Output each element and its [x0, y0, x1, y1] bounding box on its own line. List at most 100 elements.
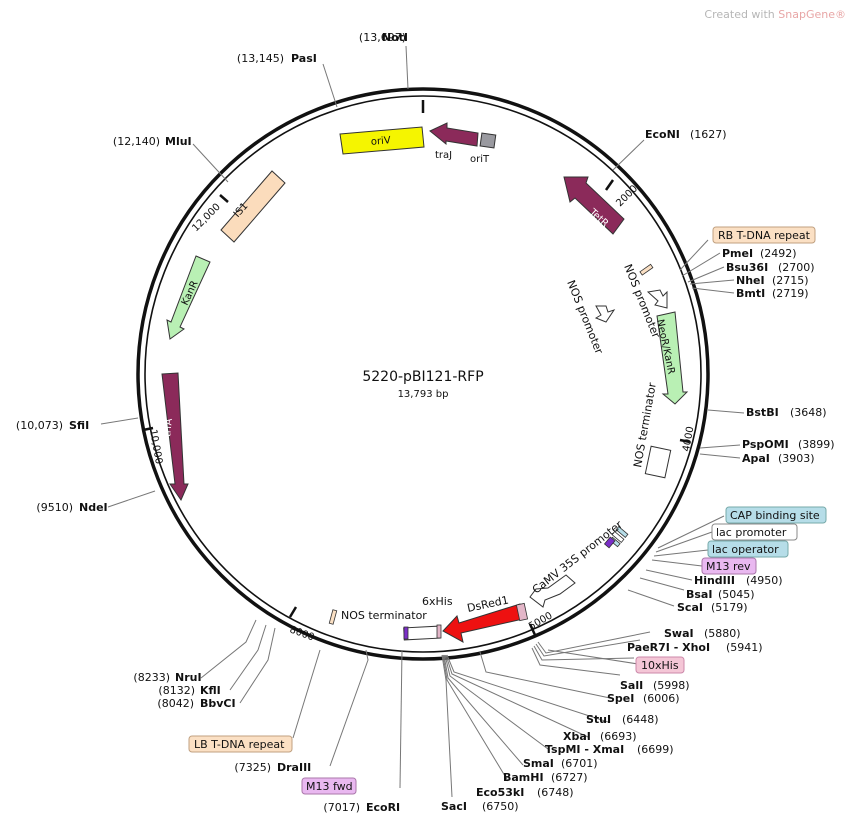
m13-rev-label: M13 rev — [706, 560, 751, 573]
site-bamhi: BamHI — [503, 771, 544, 784]
leader-bsu36i — [687, 266, 725, 283]
site-labels: (13,697) NotI (13,145) PasI (12,140) Mlu… — [16, 31, 835, 814]
traj-label: traJ — [435, 150, 452, 161]
10xhis-label: 10xHis — [641, 659, 679, 672]
watermark-prefix: Created with — [704, 8, 775, 21]
site-bstbi-pos: (3648) — [790, 406, 827, 419]
site-pmei-pos: (2492) — [760, 247, 797, 260]
site-econi: EcoNI — [645, 128, 680, 141]
tick-4000: 4000 — [681, 426, 696, 453]
site-ndei-pos: (9510) — [36, 501, 73, 514]
site-bbvci-pos: (8042) — [157, 697, 194, 710]
m13-fwd-box — [301, 777, 357, 795]
is1-feature — [220, 170, 286, 243]
site-nrui: NruI — [175, 671, 202, 684]
tick-5000-mark — [528, 623, 537, 636]
site-nhei-pos: (2715) — [772, 274, 809, 287]
site-swai-pos: (5880) — [704, 627, 741, 640]
site-scai: ScaI — [677, 601, 703, 614]
site-smai-pos: (6701) — [561, 757, 598, 770]
leader-noti — [405, 45, 409, 90]
camv-35s-arrow — [529, 574, 576, 608]
site-saci-pos: (6750) — [482, 800, 519, 813]
site-xbai-pos: (6693) — [600, 730, 637, 743]
lac-operator-label: lac operator — [712, 543, 779, 556]
m13-fwd-mark — [403, 626, 409, 640]
site-hindiii-pos: (4950) — [746, 574, 783, 587]
oriv-label: oriV — [370, 135, 391, 148]
leader-nhei — [689, 279, 735, 285]
m13-rev-box — [701, 557, 757, 575]
leader-lacpromoter — [655, 531, 713, 553]
tetr-feature — [563, 176, 625, 235]
site-draiii: DraIII — [277, 761, 311, 774]
site-bmti-pos: (2719) — [772, 287, 809, 300]
site-bsai: BsaI — [686, 588, 712, 601]
leader-econi — [612, 139, 645, 171]
site-mlui-pos: (12,140) — [113, 135, 160, 148]
leader-mlui — [192, 143, 229, 183]
leader-capsite — [657, 515, 725, 549]
watermark: Created with SnapGene® — [704, 8, 846, 21]
plasmid-length: 13,793 bp — [398, 389, 449, 400]
site-eco53ki: Eco53kI — [476, 786, 524, 799]
leader-spei — [531, 647, 621, 676]
6xhis-label: 6xHis — [422, 595, 453, 608]
leader-kfli — [229, 624, 267, 691]
leader-eco53ki — [442, 654, 509, 782]
leader-draiii — [329, 649, 369, 767]
site-bstbi: BstBI — [746, 406, 779, 419]
leader-bstbi — [707, 409, 745, 414]
rb-repeat-label: RB T-DNA repeat — [718, 229, 811, 242]
site-leader-lines — [100, 45, 745, 798]
m13-rev-mark — [603, 536, 616, 549]
site-stui: StuI — [586, 713, 611, 726]
site-scai-pos: (5179) — [711, 601, 748, 614]
lac-operator-box — [707, 540, 789, 558]
leader-apai — [699, 453, 741, 459]
leader-m13rev — [651, 559, 703, 567]
dsred1-feature — [442, 603, 524, 643]
site-bsu36i: Bsu36I — [726, 261, 768, 274]
kanr-feature — [166, 255, 211, 340]
site-ndei: NdeI — [79, 501, 108, 514]
leader-lb — [292, 649, 321, 739]
site-smai: SmaI — [523, 757, 554, 770]
lb-repeat-mark — [328, 609, 338, 625]
leader-bbvci — [239, 627, 276, 704]
backbone-outer — [136, 87, 710, 661]
leader-lacoperator — [653, 549, 709, 557]
leader-ecori — [399, 649, 403, 789]
site-sfii: SfiI — [69, 419, 89, 432]
site-spei: SpeI — [607, 692, 634, 705]
leader-xhoi — [535, 639, 641, 657]
leader-bsai — [639, 577, 685, 591]
site-saci: SacI — [441, 800, 467, 813]
site-bsu36i-pos: (2700) — [778, 261, 815, 274]
site-kfli-pos: (8132) — [158, 684, 195, 697]
site-xhoi-pos: (5941) — [726, 641, 763, 654]
tick-12000-mark — [219, 194, 229, 203]
leader-tspmi — [445, 654, 589, 738]
leader-rb — [679, 239, 709, 271]
site-bsai-pos: (5045) — [718, 588, 755, 601]
site-mlui: MluI — [165, 135, 192, 148]
rb-repeat-mark — [639, 263, 654, 276]
lac-cluster-marks — [603, 526, 629, 549]
10xhis-box — [635, 656, 685, 674]
tick-8000: 8000 — [288, 624, 316, 643]
site-hindiii: HindIII — [694, 574, 735, 587]
tick-12000: 12,000 — [190, 202, 223, 235]
site-eco53ki-pos: (6748) — [537, 786, 574, 799]
leader-swai — [537, 631, 651, 654]
site-pspomi: PspOMI — [742, 438, 789, 451]
leader-pspomi — [699, 444, 741, 449]
site-noti: NotI — [382, 31, 408, 44]
leader-bamhi — [443, 654, 524, 766]
site-ecori: EcoRI — [366, 801, 400, 814]
lac-promoter-label: lac promoter — [716, 526, 787, 539]
nos-promoter-inner-arrow — [594, 305, 616, 323]
leader-stui — [479, 651, 611, 699]
site-kfli: KflI — [200, 684, 221, 697]
